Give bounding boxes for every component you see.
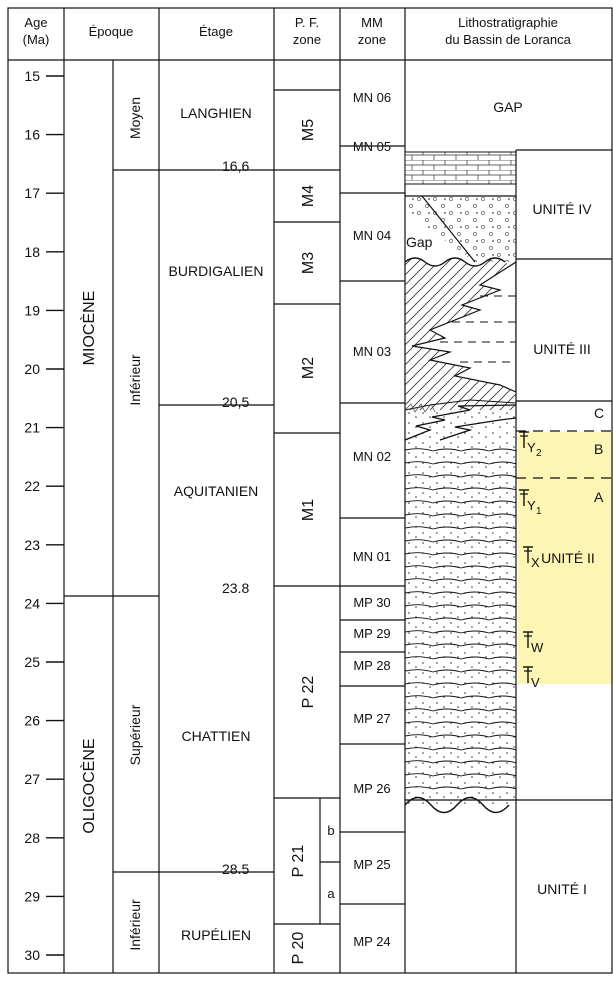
stage-rupelien: RUPÉLIEN [181, 927, 251, 943]
pf-zone-m2: M2 [300, 357, 317, 379]
age-tick-label: 19 [24, 302, 40, 318]
pf-zone-p21a: a [327, 886, 335, 901]
age-tick-label: 25 [24, 654, 40, 670]
header-mm: MM [361, 15, 383, 30]
boundary-age-23-8: 23.8 [222, 580, 249, 596]
mm-zone-label: MP 26 [353, 781, 390, 796]
age-tick-label: 17 [24, 185, 40, 201]
header-age: Age [24, 15, 47, 30]
age-tick-label: 20 [24, 361, 40, 377]
stage-chattien: CHATTIEN [182, 728, 251, 744]
subunit-c: C [594, 405, 604, 421]
fossil-site-marker: W [523, 631, 544, 655]
age-tick-label: 21 [24, 420, 40, 436]
fossil-site-label: W [531, 640, 544, 655]
unite-iv: UNITÉ IV [532, 201, 592, 217]
age-tick-label: 30 [24, 947, 40, 963]
mm-zone-label: MN 05 [353, 139, 391, 154]
mm-zone-label: MN 02 [353, 449, 391, 464]
header-etage: Étage [199, 24, 233, 39]
pf-zone-p21b: b [327, 823, 334, 838]
fossil-site-label: Y [527, 498, 536, 513]
mm-zone-label: MP 27 [353, 711, 390, 726]
fossil-site-subscript: 2 [536, 448, 542, 459]
litho-column [405, 151, 516, 814]
unite-ii: UNITÉ II [541, 550, 595, 566]
boundary-age-20-5: 20,5 [222, 394, 249, 410]
conglomerate-layer [405, 196, 516, 262]
subunit-b: B [594, 441, 603, 457]
fossil-site-label: V [531, 675, 540, 690]
mm-zone-label: MP 25 [353, 857, 390, 872]
fossil-site-label: X [531, 555, 540, 570]
mm-zone-label: MN 03 [353, 344, 391, 359]
pf-zone-m5: M5 [300, 119, 317, 141]
stage-aquitanien: AQUITANIEN [174, 483, 259, 499]
mm-zone-label: MN 04 [353, 228, 391, 243]
mm-zone-label: MN 01 [353, 549, 391, 564]
subepoch-inferieur-oligocene: Inférieur [127, 899, 143, 951]
pf-zone-p22: P 22 [300, 676, 317, 709]
age-axis: 15 16 17 18 19 20 21 22 23 24 25 26 27 28 29 30 [24, 68, 64, 963]
pf-zone-m3: M3 [300, 252, 317, 274]
age-tick-label: 23 [24, 537, 40, 553]
fossil-site-label: Y [527, 440, 536, 455]
age-tick-label: 22 [24, 478, 40, 494]
header-age-unit: (Ma) [23, 32, 50, 47]
mm-zone-label: MP 29 [353, 626, 390, 641]
age-tick-label: 26 [24, 713, 40, 729]
subunit-a: A [594, 489, 604, 505]
epoch-oligocene: OLIGOCÈNE [79, 738, 98, 833]
age-tick-label: 29 [24, 888, 40, 904]
mm-zone-label: MP 30 [353, 595, 390, 610]
age-tick-label: 18 [24, 244, 40, 260]
epoch-miocene: MIOCÈNE [79, 291, 98, 366]
unite-i: UNITÉ I [537, 881, 587, 897]
age-tick-label: 24 [24, 595, 40, 611]
stage-burdigalien: BURDIGALIEN [169, 263, 264, 279]
pf-zone-m4: M4 [300, 185, 317, 207]
sandstone-layer [405, 410, 516, 805]
pf-zone-p20: P 20 [290, 932, 307, 965]
mm-zone-label: MN 06 [353, 90, 391, 105]
fossil-site-marker: X [523, 546, 540, 570]
unite2-highlight [518, 432, 613, 684]
subepoch-superieur: Supérieur [127, 704, 143, 765]
boundary-age-16-6: 16,6 [222, 158, 249, 174]
limestone-layer [405, 151, 516, 185]
litho-gap-top: GAP [493, 99, 523, 115]
fossil-site-marker: V [523, 666, 540, 690]
subepoch-moyen: Moyen [127, 97, 143, 139]
pf-zone-p21: P 21 [290, 845, 307, 878]
mm-zone-label: MP 24 [353, 934, 390, 949]
header-pf-zone: zone [293, 32, 321, 47]
age-tick-label: 28 [24, 830, 40, 846]
subepoch-inferieur-miocene: Inférieur [127, 354, 143, 406]
header-epoque: Époque [89, 24, 134, 39]
litho-gap-inner: Gap [406, 234, 433, 250]
age-tick-label: 16 [24, 127, 40, 143]
header-litho: Lithostratigraphie [458, 15, 558, 30]
tongue-layer [411, 261, 516, 393]
age-tick-label: 27 [24, 771, 40, 787]
header-litho-sub: du Bassin de Loranca [445, 32, 572, 47]
age-tick-label: 15 [24, 68, 40, 84]
fossil-site-subscript: 1 [536, 506, 542, 517]
stage-langhien: LANGHIEN [180, 105, 252, 121]
mm-zone-label: MP 28 [353, 658, 390, 673]
boundary-age-28-5: 28.5 [222, 861, 249, 877]
header-mm-zone: zone [358, 32, 386, 47]
unite-iii: UNITÉ III [533, 341, 591, 357]
pf-zone-m1: M1 [300, 499, 317, 521]
header-pf: P. F. [295, 15, 319, 30]
